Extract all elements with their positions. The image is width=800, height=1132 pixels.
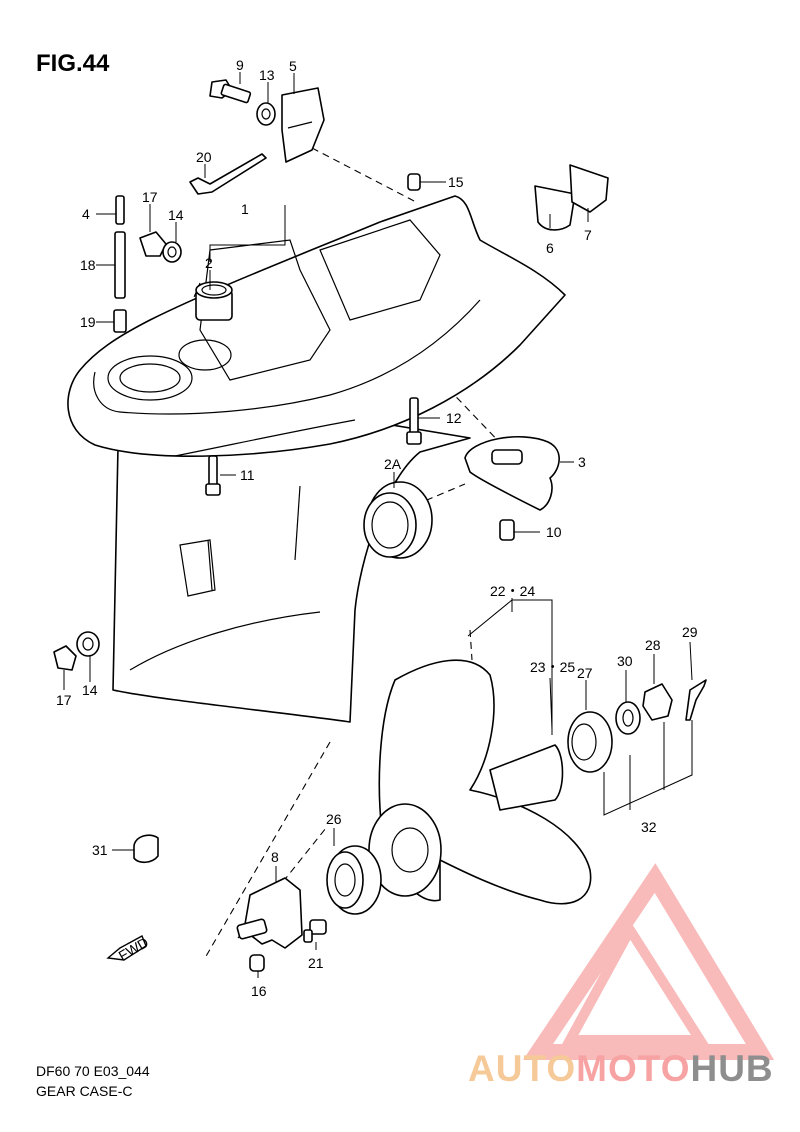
callout-23-25: 23・25 (530, 659, 575, 675)
leader-lines (63, 72, 693, 978)
callout-32: 32 (641, 819, 657, 835)
callout-labels: 9 13 5 20 15 4 17 14 1 6 7 18 2 19 12 2A… (56, 57, 698, 999)
callout-16: 16 (251, 983, 267, 999)
callout-17-lower: 17 (56, 692, 72, 708)
part-16-pin (249, 954, 265, 972)
figure-title: FIG.44 (36, 50, 110, 77)
callout-4: 4 (82, 206, 90, 222)
callout-5: 5 (289, 58, 297, 74)
part-14-washer-lower (76, 631, 100, 657)
callout-28: 28 (645, 637, 661, 653)
part-21-bolt (303, 919, 327, 943)
part-28-nut (642, 683, 673, 721)
part-13-washer (256, 102, 276, 126)
figure-name: GEAR CASE-C (36, 1083, 133, 1099)
part-20-hose (189, 153, 267, 195)
callout-17-upper: 17 (142, 189, 158, 205)
part-4-stud (115, 195, 125, 225)
watermark-moto: MOTO (576, 1048, 691, 1089)
part-2a-bearing (363, 481, 433, 559)
watermark-hub: HUB (690, 1048, 774, 1089)
callout-2: 2 (205, 255, 213, 271)
callout-27: 27 (577, 665, 593, 681)
part-3-trim-tab (464, 436, 560, 511)
callout-13: 13 (259, 67, 275, 83)
callout-11: 11 (240, 467, 255, 483)
callout-7: 7 (584, 227, 592, 243)
callout-30: 30 (617, 653, 633, 669)
callout-1: 1 (241, 201, 249, 217)
callout-21: 21 (308, 955, 324, 971)
watermark-auto: AUTO (468, 1048, 577, 1089)
callout-9: 9 (236, 57, 244, 73)
callout-10: 10 (546, 524, 562, 540)
callout-14-upper: 14 (168, 207, 184, 223)
callout-18: 18 (80, 257, 96, 273)
callout-12: 12 (446, 410, 462, 426)
callout-3: 3 (578, 454, 586, 470)
part-11-bolt (205, 455, 221, 496)
callout-15: 15 (448, 174, 464, 190)
callout-8: 8 (271, 849, 279, 865)
part-8-cam (236, 877, 303, 949)
watermark-logo (522, 863, 775, 1060)
part-9-bolt (209, 79, 252, 104)
fwd-direction-badge: FWD (106, 934, 152, 964)
part-29-cotter-pin (685, 679, 707, 721)
part-30-washer (615, 701, 641, 735)
part-18-pipe (114, 231, 126, 299)
callout-31: 31 (92, 842, 108, 858)
propeller (368, 659, 592, 905)
part-31-cap (133, 834, 159, 864)
callout-19: 19 (80, 314, 96, 330)
callout-6: 6 (546, 240, 554, 256)
part-10-bolt (499, 519, 515, 541)
part-7-plate (569, 164, 609, 213)
part-19-fitting (113, 309, 127, 333)
part-26-stopper (326, 845, 382, 915)
part-5-anode (281, 87, 325, 163)
part-17-plug-lower (53, 645, 77, 671)
callout-22-24: 22・24 (490, 583, 535, 599)
callout-14-lower: 14 (82, 682, 98, 698)
watermark-text: AUTOMOTOHUB (468, 1048, 774, 1090)
part-15-pin (407, 173, 421, 191)
callout-26: 26 (326, 811, 342, 827)
part-2-bearing (195, 281, 233, 321)
part-27-spacer (567, 711, 613, 773)
part-17-plug-upper (139, 231, 167, 257)
figure-code: DF60 70 E03_044 (36, 1063, 150, 1079)
callout-2a: 2A (384, 456, 402, 472)
part-14-washer-upper (162, 241, 182, 263)
fwd-text: FWD (116, 934, 152, 964)
part-6-plate (534, 185, 576, 231)
callout-29: 29 (682, 624, 698, 640)
callout-20: 20 (196, 149, 212, 165)
part-12-bolt (406, 397, 422, 445)
